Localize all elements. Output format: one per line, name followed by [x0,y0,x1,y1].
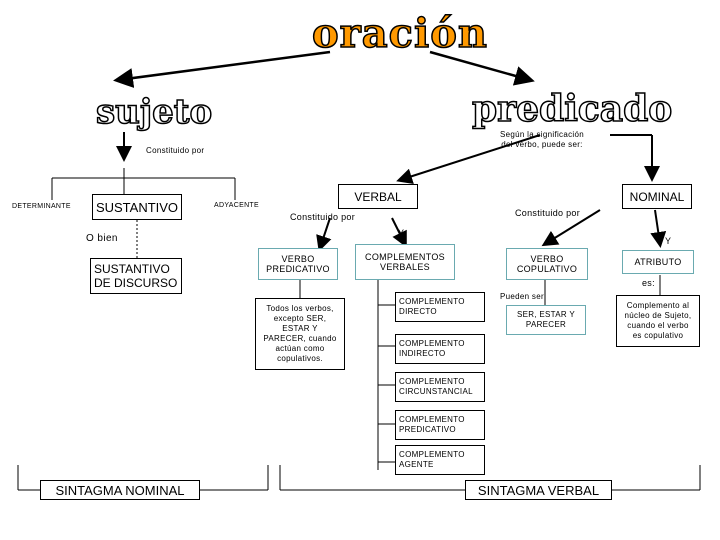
title-sujeto: sujeto [95,91,213,133]
box-complemento-predicativo: COMPLEMENTO PREDICATIVO [395,410,485,440]
label-segun-significacion: Según la significación del verbo, puede … [500,130,584,149]
box-verbal: VERBAL [338,184,418,209]
title-predicado: predicado [471,87,673,131]
box-atributo: ATRIBUTO [622,250,694,274]
box-nominal: NOMINAL [622,184,692,209]
box-verbo-copulativo: VERBO COPULATIVO [506,248,588,280]
label-constituido-por-verbal: Constituido por [290,212,356,222]
label-y-verbal: Y [398,228,405,238]
box-complemento-indirecto: COMPLEMENTO INDIRECTO [395,334,485,364]
box-complementos-verbales: COMPLEMENTOS VERBALES [355,244,455,280]
label-es: es: [642,278,655,288]
box-complemento-directo: COMPLEMENTO DIRECTO [395,292,485,322]
box-complemento-circunstancial: COMPLEMENTO CIRCUNSTANCIAL [395,372,485,402]
title-oracion: oración [311,9,488,58]
label-constituido-por-nominal: Constituido por [515,208,581,218]
box-sintagma-verbal: SINTAGMA VERBAL [465,480,612,500]
box-ser-estar-parecer: SER, ESTAR Y PARECER [506,305,586,335]
label-o-bien: O bien [86,233,118,244]
box-sintagma-nominal: SINTAGMA NOMINAL [40,480,200,500]
box-complemento-agente: COMPLEMENTO AGENTE [395,445,485,475]
label-pueden-ser: Pueden ser: [500,292,547,301]
box-verbo-predicativo: VERBO PREDICATIVO [258,248,338,280]
label-y-nominal: Y [665,236,672,246]
box-complemento-atributo: Complemento al núcleo de Sujeto, cuando … [616,295,700,347]
box-sustantivo: SUSTANTIVO [92,194,182,220]
label-adyacente: ADYACENTE [214,202,259,209]
label-determinante: DETERMINANTE [12,203,71,210]
box-todos-verbos: Todos los verbos, excepto SER, ESTAR Y P… [255,298,345,370]
box-sustantivo-discurso: SUSTANTIVO DE DISCURSO [90,258,182,294]
label-constituido-por-sujeto: Constituido por [146,146,205,155]
